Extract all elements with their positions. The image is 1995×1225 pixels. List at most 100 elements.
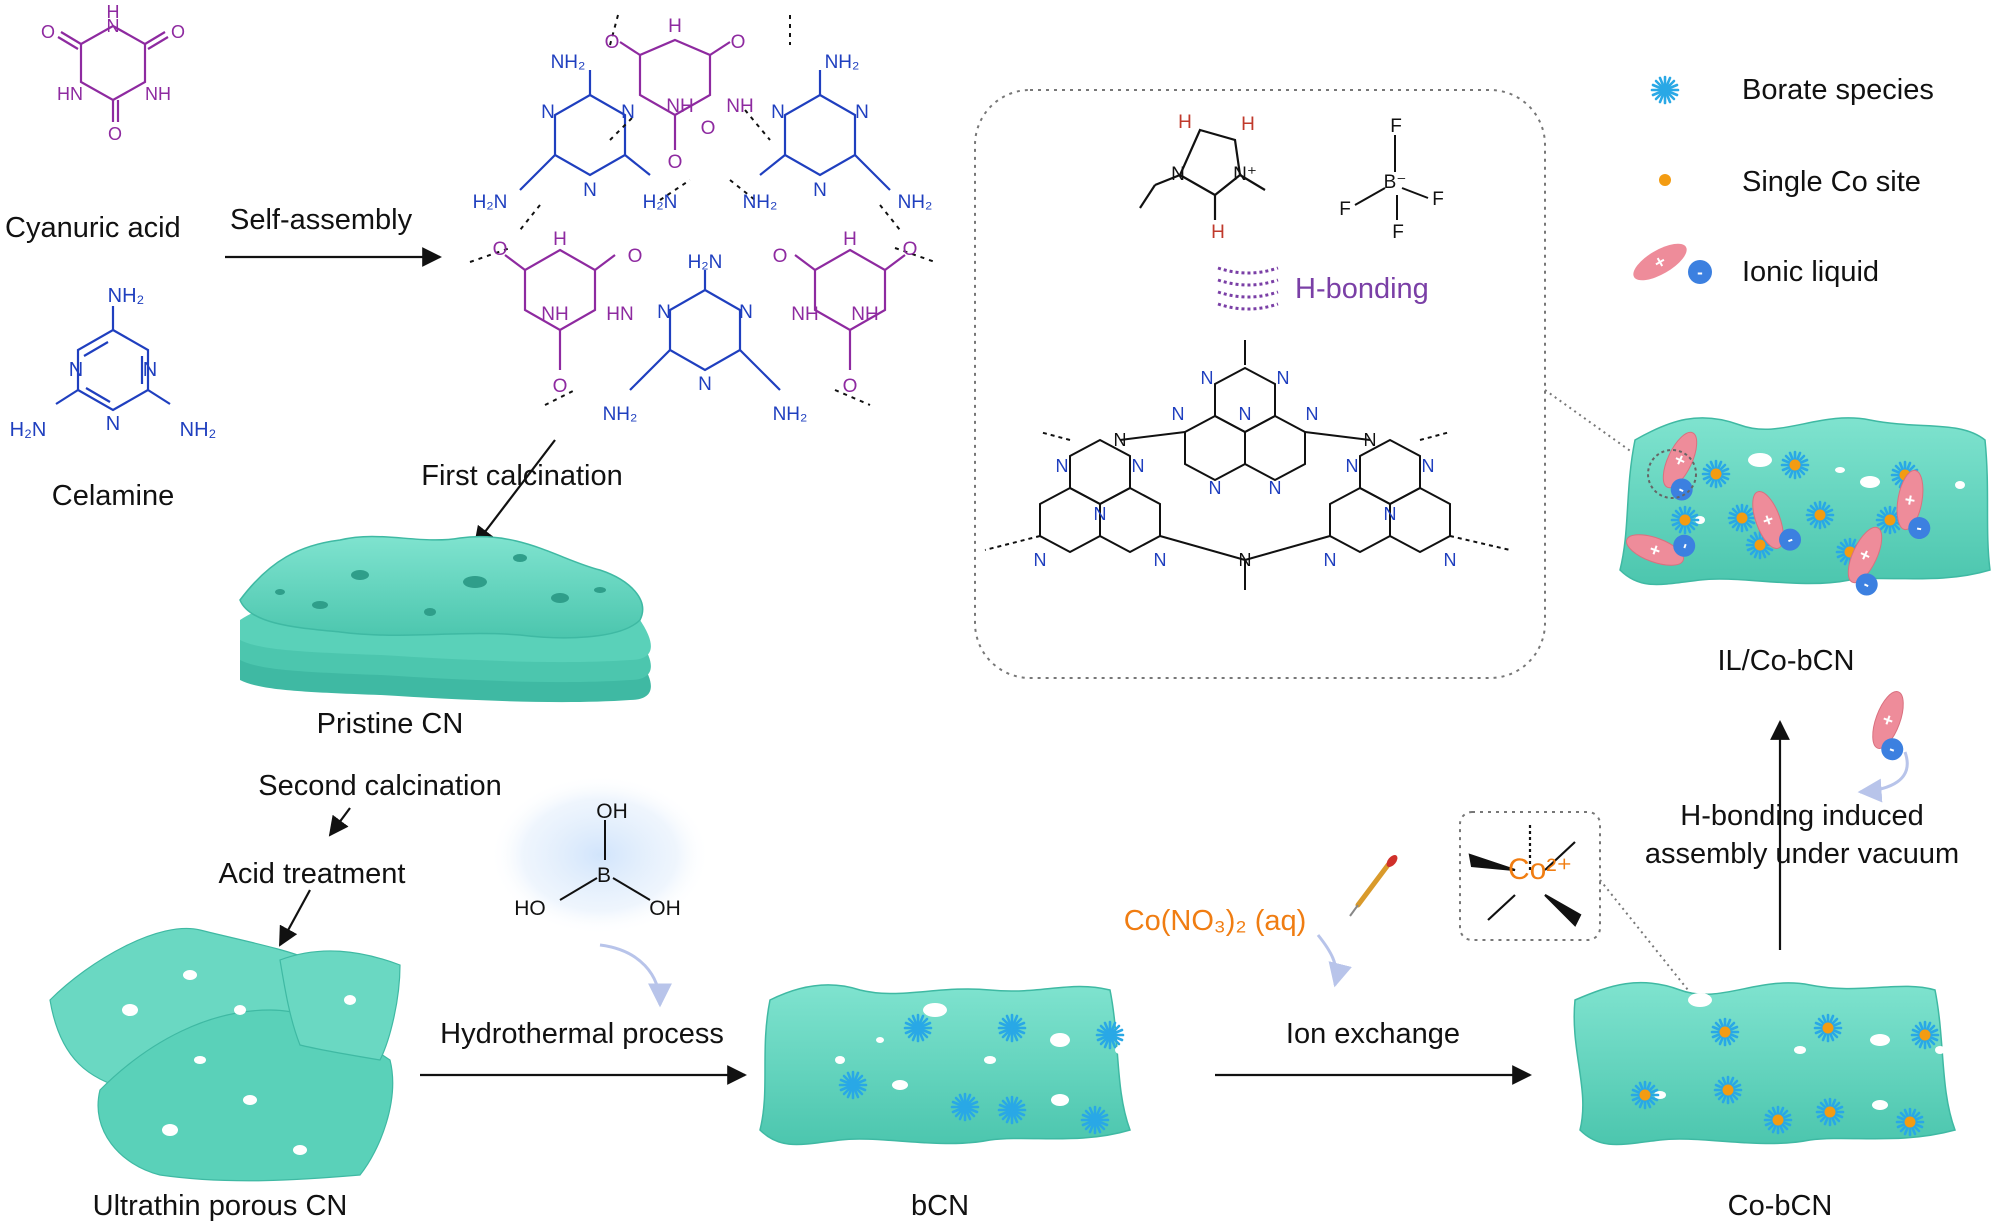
hep-n-5: N bbox=[1306, 404, 1319, 424]
hep-n-12: N bbox=[1154, 550, 1167, 570]
cobalt-precursor-label: Co(NO₃)₂ (aq) bbox=[1123, 905, 1307, 937]
cyanuric-nh-left: HN bbox=[57, 84, 83, 104]
imid-h-1: H bbox=[1178, 112, 1192, 133]
legend-co-site-label: Single Co site bbox=[1742, 166, 1921, 198]
net-n-7: N bbox=[657, 302, 671, 323]
il-highlight-circle bbox=[1647, 449, 1697, 499]
net-n-4: N bbox=[855, 102, 869, 123]
hep-n-6: N bbox=[1209, 478, 1222, 498]
h-bonding-waves bbox=[1217, 266, 1279, 311]
h-bonding-label: H-bonding bbox=[1295, 273, 1429, 305]
boric-oh-right: OH bbox=[649, 897, 681, 920]
cyanuric-acid-label: Cyanuric acid bbox=[5, 212, 181, 244]
boric-acid-glow bbox=[490, 775, 710, 935]
legend: + - bbox=[1633, 75, 1712, 284]
hydrothermal-process-label: Hydrothermal process bbox=[440, 1018, 724, 1050]
imidazolium-structure bbox=[1139, 128, 1266, 220]
net-nh2-9: NH₂ bbox=[773, 404, 808, 425]
hep-n-3: N bbox=[1172, 404, 1185, 424]
cyanuric-o-bottom: O bbox=[108, 124, 122, 144]
net-nh-2: NH bbox=[726, 96, 753, 117]
cyanuric-n-top: N bbox=[107, 16, 120, 36]
legend-borate-label: Borate species bbox=[1742, 74, 1934, 106]
cyanuric-h-label: H bbox=[107, 2, 120, 22]
pristine-cn-label: Pristine CN bbox=[316, 708, 464, 740]
net-hn-1: HN bbox=[606, 304, 633, 325]
melamine-n-bottom: N bbox=[106, 413, 120, 435]
imid-h-3: H bbox=[1211, 222, 1225, 243]
hep-n-8: N bbox=[1056, 456, 1069, 476]
net-n-6: N bbox=[813, 180, 827, 201]
melamine-structure bbox=[55, 306, 171, 412]
imid-h-2: H bbox=[1241, 114, 1255, 135]
net-nh2-7: H₂N bbox=[688, 252, 723, 273]
net-nh2-5: H₂N bbox=[643, 192, 678, 213]
net-nh2-8: NH₂ bbox=[603, 404, 638, 425]
bf4-f-right: F bbox=[1432, 189, 1444, 210]
self-assembly-label: Self-assembly bbox=[230, 204, 413, 236]
il-co-bcn-sheet bbox=[1619, 417, 1991, 600]
co2-plus-label: Co²⁺ bbox=[1508, 853, 1573, 886]
net-nh2-4: NH₂ bbox=[898, 192, 933, 213]
acid-treatment-arrow bbox=[279, 889, 311, 947]
co-bcn-sheet bbox=[1573, 981, 1956, 1146]
boric-oh-top: OH bbox=[596, 800, 628, 823]
h-bonding-induced-line1: H-bonding induced bbox=[1680, 800, 1924, 832]
ultrathin-porous-cn-label: Ultrathin porous CN bbox=[92, 1190, 348, 1222]
net-o-10: O bbox=[773, 246, 788, 267]
dropper-icon bbox=[1349, 855, 1398, 917]
first-calcination-label: First calcination bbox=[421, 460, 623, 492]
second-calcination-arrow bbox=[328, 807, 351, 837]
net-nh2-3: H₂N bbox=[473, 192, 508, 213]
bf4-f-bottom: F bbox=[1392, 222, 1404, 243]
boric-acid-structure bbox=[559, 820, 651, 901]
hep-bridge-n-3: N bbox=[1239, 550, 1252, 570]
svg-text:-: - bbox=[1697, 263, 1703, 282]
net-o-3: O bbox=[668, 152, 683, 173]
melamine-n-right: N bbox=[143, 359, 157, 381]
bcn-sheet bbox=[759, 984, 1131, 1146]
melamine-n-left: N bbox=[69, 359, 83, 381]
ionic-liquid-pair-icon bbox=[1863, 687, 1923, 764]
net-n-2: N bbox=[621, 102, 635, 123]
cyanuric-o-right: O bbox=[171, 22, 185, 42]
cyanuric-acid-structure bbox=[57, 24, 169, 122]
net-o-7: O bbox=[553, 376, 568, 397]
net-nh-4: NH bbox=[791, 304, 818, 325]
hep-n-15: N bbox=[1384, 504, 1397, 524]
imid-n-2: N⁺ bbox=[1233, 164, 1257, 185]
imid-n-1: N bbox=[1171, 164, 1185, 185]
hep-n-9: N bbox=[1132, 456, 1145, 476]
melamine-nh2-right: NH₂ bbox=[180, 419, 217, 441]
supramolecular-network: NH₂ NH₂ H₂N NH₂ H₂N NH₂ H₂N NH₂ NH₂ N N … bbox=[469, 14, 936, 425]
hep-n-11: N bbox=[1034, 550, 1047, 570]
ultrathin-porous-cn-sheets bbox=[49, 928, 401, 1182]
pristine-cn-sheets bbox=[239, 535, 651, 703]
ionic-liquid-arrow bbox=[1857, 751, 1909, 803]
hep-n-16: N bbox=[1324, 550, 1337, 570]
net-n-1: N bbox=[541, 102, 555, 123]
net-o-2: O bbox=[731, 32, 746, 53]
celamine-label: Celamine bbox=[51, 480, 175, 512]
hep-n-7: N bbox=[1269, 478, 1282, 498]
net-nh-5: NH bbox=[851, 304, 878, 325]
h-bonding-induced-line2: assembly under vacuum bbox=[1644, 838, 1960, 870]
bf4-f-top: F bbox=[1390, 116, 1402, 137]
hep-n-10: N bbox=[1094, 504, 1107, 524]
acid-treatment-label: Acid treatment bbox=[218, 858, 406, 890]
net-n-5: N bbox=[583, 180, 597, 201]
hep-n-13: N bbox=[1346, 456, 1359, 476]
second-calcination-label: Second calcination bbox=[258, 770, 502, 802]
net-o-8: O bbox=[843, 376, 858, 397]
net-o-6: O bbox=[903, 239, 918, 260]
hep-bridge-n-2: N bbox=[1364, 430, 1377, 450]
net-h-3: H bbox=[843, 229, 857, 250]
net-h-1: H bbox=[668, 16, 682, 37]
il-co-bcn-label: IL/Co-bCN bbox=[1717, 645, 1855, 677]
single-co-site-icon bbox=[1659, 174, 1671, 186]
legend-ionic-liquid-label: Ionic liquid bbox=[1742, 256, 1880, 288]
net-o-4: O bbox=[701, 118, 716, 139]
net-nh2-2: NH₂ bbox=[825, 52, 860, 73]
co-coordination-inset bbox=[1459, 811, 1601, 941]
